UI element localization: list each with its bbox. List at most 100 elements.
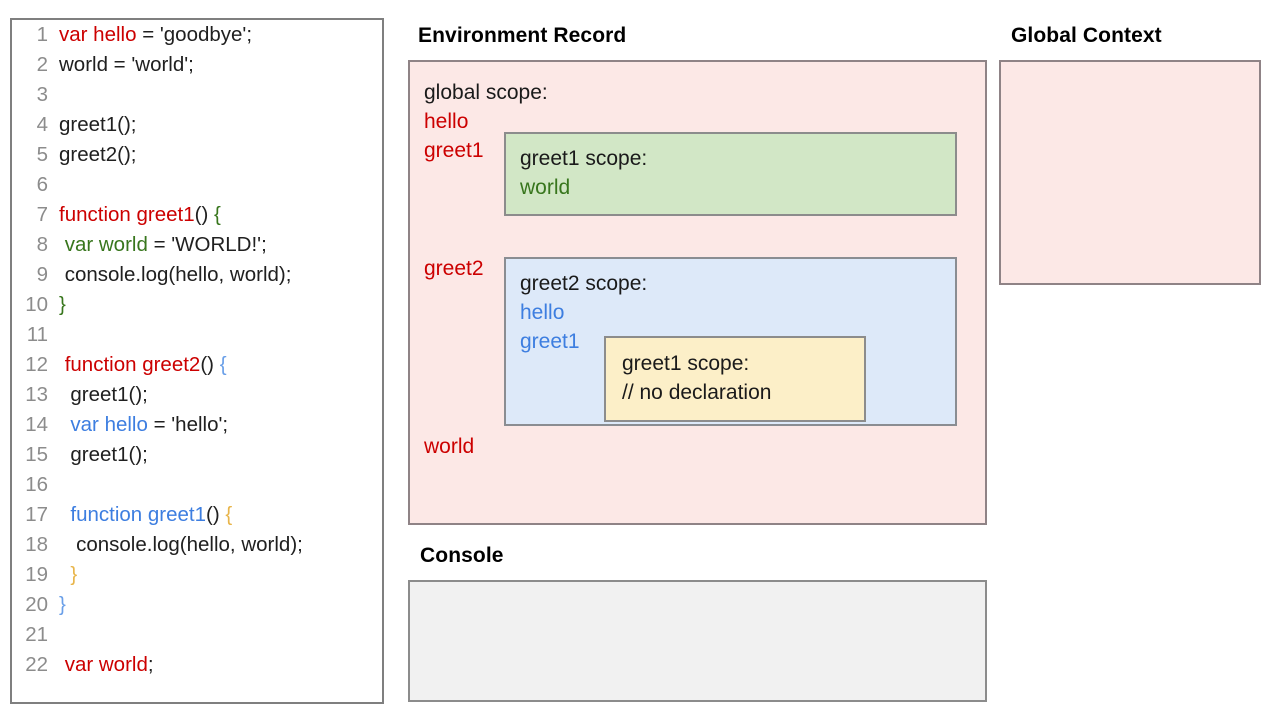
line-number: 5: [36, 143, 48, 166]
greet1-scope-binding-world: world: [520, 176, 571, 199]
code-line-text: console.log(hello, world);: [48, 530, 303, 560]
code-token: greet1();: [59, 443, 148, 466]
code-line[interactable]: 21: [12, 620, 382, 650]
code-token: = 'goodbye';: [136, 23, 253, 46]
code-token: }: [59, 293, 66, 316]
code-line[interactable]: 19 }: [12, 560, 382, 590]
code-token: console.log(hello, world);: [59, 263, 292, 286]
code-line-text: function greet1() {: [48, 500, 232, 530]
code-token: world = 'world';: [59, 53, 194, 76]
code-line-text: world = 'world';: [48, 50, 194, 80]
code-line-text: var world;: [48, 650, 154, 680]
code-line[interactable]: 9 console.log(hello, world);: [12, 260, 382, 290]
code-line[interactable]: 15 greet1();: [12, 440, 382, 470]
code-line[interactable]: 17 function greet1() {: [12, 500, 382, 530]
code-token: (): [206, 503, 226, 526]
line-number: 6: [36, 173, 48, 196]
greet1-scope-heading: greet1 scope:: [520, 147, 648, 170]
code-line-text: greet2();: [48, 140, 136, 170]
code-line-text: var world = 'WORLD!';: [48, 230, 267, 260]
code-token: }: [70, 563, 78, 586]
code-token: = 'WORLD!';: [147, 233, 267, 256]
line-number: 16: [25, 473, 48, 496]
code-line[interactable]: 16: [12, 470, 382, 500]
line-number: 15: [25, 443, 48, 466]
code-token: }: [59, 593, 66, 616]
line-number: 19: [25, 563, 48, 586]
code-line[interactable]: 3: [12, 80, 382, 110]
line-number: 1: [36, 23, 48, 46]
line-number: 21: [25, 623, 48, 646]
code-token: (): [194, 203, 214, 226]
code-line[interactable]: 8 var world = 'WORLD!';: [12, 230, 382, 260]
code-token: {: [219, 353, 227, 376]
line-number: 22: [25, 653, 48, 676]
code-token: [59, 503, 70, 526]
line-number: 9: [36, 263, 48, 286]
code-token: function greet1: [70, 503, 207, 526]
line-number: 8: [36, 233, 48, 256]
code-token: greet1();: [59, 383, 148, 406]
line-number: 10: [25, 293, 48, 316]
code-token: var hello: [70, 413, 148, 436]
line-number: 4: [36, 113, 48, 136]
code-line[interactable]: 11: [12, 320, 382, 350]
code-token: = 'hello';: [147, 413, 229, 436]
environment-record-box: global scope: hello greet1 greet2 world …: [408, 60, 987, 525]
global-scope-heading: global scope:: [424, 81, 548, 104]
code-line[interactable]: 22 var world;: [12, 650, 382, 680]
line-number: 14: [25, 413, 48, 436]
greet2-scope-heading: greet2 scope:: [520, 272, 648, 295]
nested-greet1-scope-box: greet1 scope: // no declaration: [604, 336, 866, 422]
code-line[interactable]: 20}: [12, 590, 382, 620]
line-number: 7: [36, 203, 48, 226]
line-number: 3: [36, 83, 48, 106]
code-line[interactable]: 6: [12, 170, 382, 200]
console-title: Console: [420, 544, 504, 567]
code-line[interactable]: 4 greet1();: [12, 110, 382, 140]
code-token: [59, 563, 70, 586]
line-number: 20: [25, 593, 48, 616]
code-line[interactable]: 18 console.log(hello, world);: [12, 530, 382, 560]
code-line[interactable]: 12 function greet2() {: [12, 350, 382, 380]
code-line-text: var hello = 'hello';: [48, 410, 228, 440]
code-line-text: }: [48, 290, 66, 320]
code-line-text: function greet1() {: [48, 200, 221, 230]
line-number: 11: [26, 323, 48, 346]
global-context-box: [999, 60, 1261, 285]
nested-greet1-scope-note: // no declaration: [622, 381, 772, 404]
greet2-scope-binding-hello: hello: [520, 301, 565, 324]
code-token: var hello: [59, 23, 137, 46]
line-number: 12: [25, 353, 48, 376]
code-line-text: var hello = 'goodbye';: [48, 20, 252, 50]
console-output-box[interactable]: [408, 580, 987, 702]
code-line-text: greet1();: [48, 380, 148, 410]
global-scope-binding-world: world: [424, 435, 475, 458]
code-token: var world: [64, 653, 148, 676]
greet2-scope-binding-greet1: greet1: [520, 330, 580, 353]
code-token: function greet1: [59, 203, 195, 226]
code-token: function greet2: [64, 353, 201, 376]
code-line-text: function greet2() {: [48, 350, 227, 380]
code-token: ;: [147, 653, 154, 676]
code-token: {: [213, 203, 221, 226]
code-token: greet1();: [59, 113, 137, 136]
code-token: console.log(hello, world);: [59, 533, 303, 556]
global-context-title: Global Context: [1011, 24, 1162, 47]
global-scope-binding-greet1: greet1: [424, 139, 484, 162]
greet1-scope-box: greet1 scope: world: [504, 132, 957, 216]
code-line[interactable]: 13 greet1();: [12, 380, 382, 410]
environment-record-title: Environment Record: [418, 24, 627, 47]
code-token: [59, 413, 70, 436]
greet2-scope-box: greet2 scope: hello greet1 greet1 scope:…: [504, 257, 957, 426]
code-line[interactable]: 10}: [12, 290, 382, 320]
code-line-text: }: [48, 590, 66, 620]
code-line[interactable]: 14 var hello = 'hello';: [12, 410, 382, 440]
global-scope-binding-greet2: greet2: [424, 257, 484, 280]
